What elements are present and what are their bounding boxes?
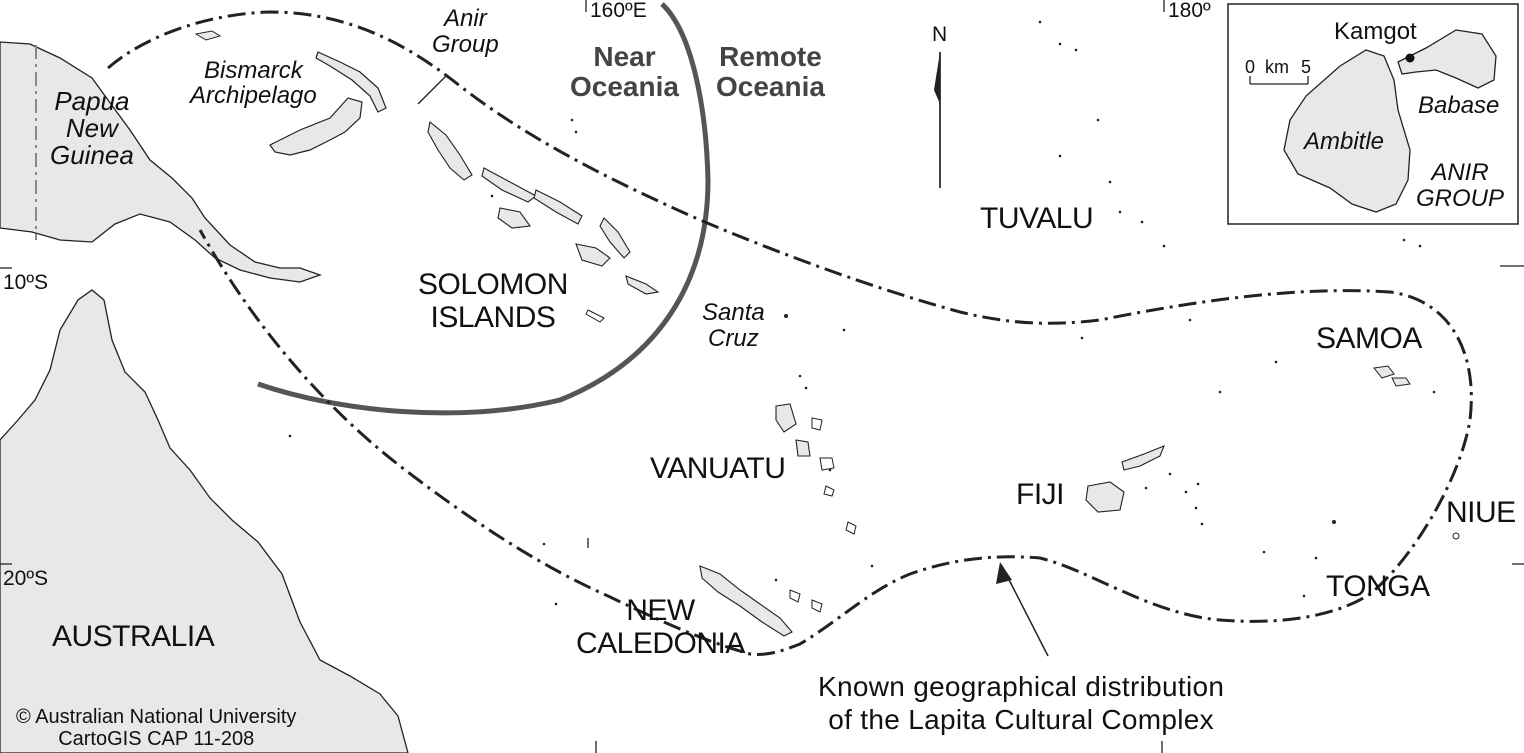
manus-island — [194, 30, 222, 41]
makira-island — [625, 275, 660, 295]
tanna-island — [845, 521, 857, 535]
new-georgia-island — [497, 207, 531, 229]
annotation-arrow-head — [996, 562, 1012, 584]
inset-label-anir-group: ANIR GROUP — [1416, 159, 1505, 213]
lapita-distribution-boundary — [107, 10, 1473, 656]
label-vanuatu: VANUATU — [650, 452, 786, 485]
label-lapita-annotation: Known geographical distribution of the L… — [818, 671, 1225, 736]
label-lat-20: 20ºS — [3, 567, 49, 590]
label-lon-160: 160ºE — [590, 0, 647, 22]
small-islands — [288, 20, 1436, 606]
inset-label-kamgot: Kamgot — [1334, 18, 1417, 45]
erromango-island — [823, 485, 835, 497]
inset-scale-zero: 0 — [1245, 57, 1256, 77]
label-niue: NIUE — [1446, 496, 1516, 529]
label-north: N — [932, 23, 948, 46]
choiseul-island — [481, 167, 538, 203]
label-australia: AUSTRALIA — [52, 620, 215, 653]
label-lat-10: 10ºS — [3, 271, 49, 294]
label-anir-group: Anir Group — [432, 5, 499, 59]
label-tonga: TONGA — [1326, 570, 1430, 603]
malakula-island — [795, 439, 811, 457]
label-solomon-islands: SOLOMON ISLANDS — [418, 268, 568, 334]
anir-leader-line — [417, 75, 447, 105]
label-fiji: FIJI — [1016, 478, 1065, 511]
malaita-island — [599, 217, 631, 259]
new-britain-island — [269, 97, 363, 156]
label-credit: © Australian National University CartoGI… — [16, 706, 297, 750]
loyalty-island — [811, 599, 823, 613]
annotation-arrow-line — [1001, 565, 1049, 657]
north-arrow-head — [934, 52, 940, 104]
label-lon-180: 180º — [1168, 0, 1211, 22]
espiritu-santo-island — [775, 403, 797, 433]
loyalty-island — [789, 589, 801, 603]
ambitle-island — [1283, 49, 1411, 213]
label-tuvalu: TUVALU — [980, 202, 1094, 235]
label-near-oceania: Near Oceania — [570, 41, 679, 103]
grande-terre-island — [699, 565, 793, 637]
inset-label-babase: Babase — [1418, 92, 1500, 119]
label-remote-oceania: Remote Oceania — [716, 41, 825, 103]
australia-landmass — [0, 289, 409, 753]
upolu-island — [1391, 377, 1411, 387]
label-png: Papua New Guinea — [50, 86, 134, 171]
kamgot-marker — [1405, 53, 1415, 63]
viti-levu-island — [1085, 481, 1125, 513]
santa-isabel-island — [533, 189, 583, 225]
efate-island — [819, 457, 835, 471]
label-santa-cruz: Santa Cruz — [702, 299, 765, 353]
inset-scale-unit: km — [1265, 57, 1289, 77]
savaii-island — [1373, 365, 1395, 379]
vanuatu-island-small — [811, 417, 823, 431]
new-ireland-island — [315, 51, 387, 113]
bougainville-island — [427, 120, 473, 181]
guadalcanal-island — [575, 243, 611, 267]
rennell-island — [585, 309, 605, 323]
inset-label-ambitle: Ambitle — [1304, 128, 1385, 155]
label-bismarck-archipelago: Bismarck Archipelago — [190, 57, 317, 110]
vanua-levu-island — [1121, 445, 1165, 471]
label-new-caledonia: NEW CALEDONIA — [576, 594, 745, 660]
near-remote-oceania-boundary — [257, 2, 711, 416]
new-guinea-landmass — [0, 41, 322, 283]
babase-island — [1397, 29, 1497, 89]
niue-island — [1452, 532, 1460, 540]
label-samoa: SAMOA — [1316, 322, 1422, 355]
inset-scale-max: 5 — [1301, 57, 1312, 77]
